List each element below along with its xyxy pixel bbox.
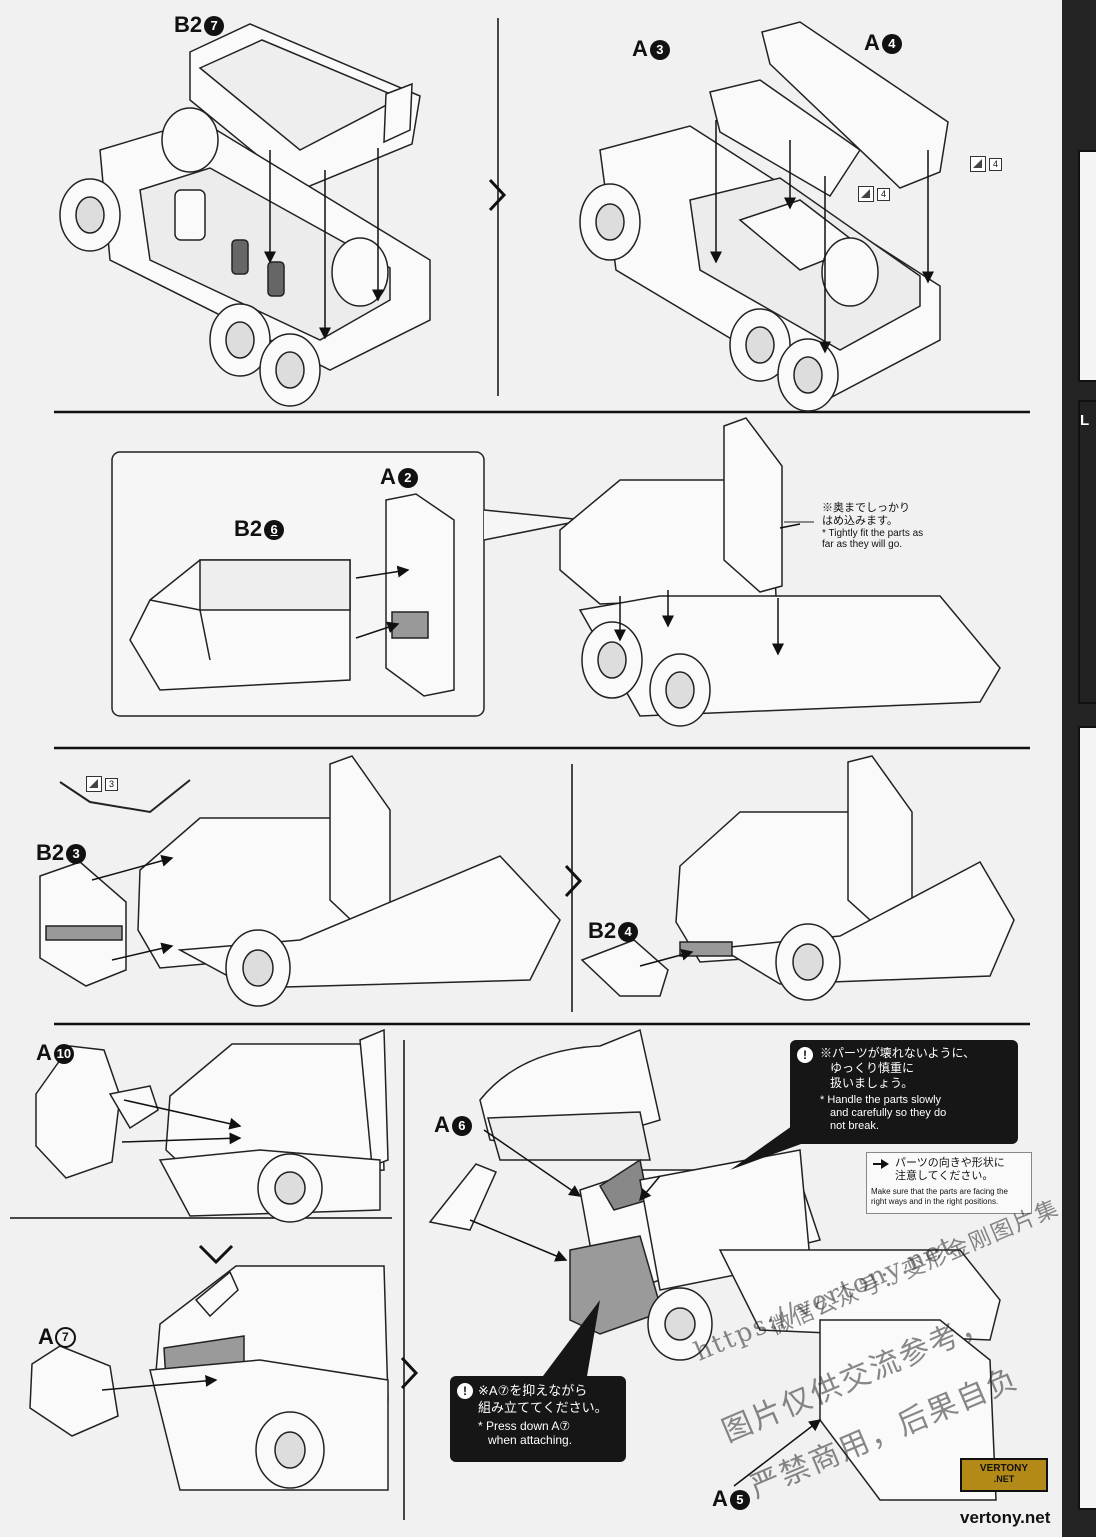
step7-truck bbox=[29, 1265, 389, 1491]
vertony-logo: VERTONY .NET bbox=[960, 1458, 1048, 1492]
site-credit: vertony.net bbox=[960, 1508, 1051, 1527]
press-down-note: ! ※A⑦を抑えながら 組み立ててください。 * Press down A⑦ w… bbox=[450, 1376, 626, 1462]
step8-assembly bbox=[428, 1028, 1001, 1501]
count-a4: 4 bbox=[989, 158, 1002, 171]
step-arrow-icons bbox=[198, 178, 583, 1390]
section-dividers bbox=[10, 18, 1030, 1520]
step7-arrows bbox=[101, 1374, 218, 1391]
warning-icon: ! bbox=[457, 1383, 473, 1399]
step3-assembled-cab bbox=[559, 417, 1001, 727]
step6-arrows bbox=[121, 1099, 242, 1145]
count-a3: 4 bbox=[877, 188, 890, 201]
step4-truck bbox=[39, 755, 561, 1007]
step2-arrows bbox=[710, 120, 934, 354]
edge-tab-label: L bbox=[1080, 412, 1090, 429]
edge-panel-bottom bbox=[1078, 726, 1096, 1510]
step3-arrows bbox=[355, 565, 410, 639]
step1-arrows bbox=[264, 148, 384, 340]
step4-arrows bbox=[91, 854, 174, 961]
fit-note: ※奥までしっかり はめ込みます。 * Tightly fit the parts… bbox=[822, 502, 924, 550]
cut-mark-icon-a4 bbox=[970, 156, 986, 172]
step1-chassis bbox=[59, 23, 431, 407]
step6-truck bbox=[35, 1028, 389, 1223]
step2-chassis bbox=[579, 21, 949, 412]
step5-truck bbox=[580, 755, 1015, 1001]
step8-arrows bbox=[469, 1129, 822, 1487]
cut-mark-icon-a3 bbox=[858, 186, 874, 202]
step5-arrows bbox=[639, 948, 694, 967]
part-direction-note: パーツの向きや形状に 注意してください。 Make sure that the … bbox=[866, 1152, 1032, 1214]
step3-cab-frame bbox=[129, 493, 455, 697]
edge-panel-dark bbox=[1078, 400, 1096, 704]
adjacent-page-edge: L bbox=[1062, 0, 1096, 1537]
warning-icon: ! bbox=[797, 1047, 813, 1063]
step3-down-arrows bbox=[614, 523, 801, 656]
careful-handling-note: ! ※パーツが壊れないように、 ゆっくり慎重に 扱いましょう。 * Handle… bbox=[790, 1040, 1018, 1144]
cut-mark-icon-b2-3 bbox=[86, 776, 102, 792]
edge-panel-top bbox=[1078, 150, 1096, 382]
count-b2-3: 3 bbox=[105, 778, 118, 791]
direction-arrow-icon bbox=[873, 1159, 889, 1169]
assembly-diagrams bbox=[10, 18, 1030, 1520]
